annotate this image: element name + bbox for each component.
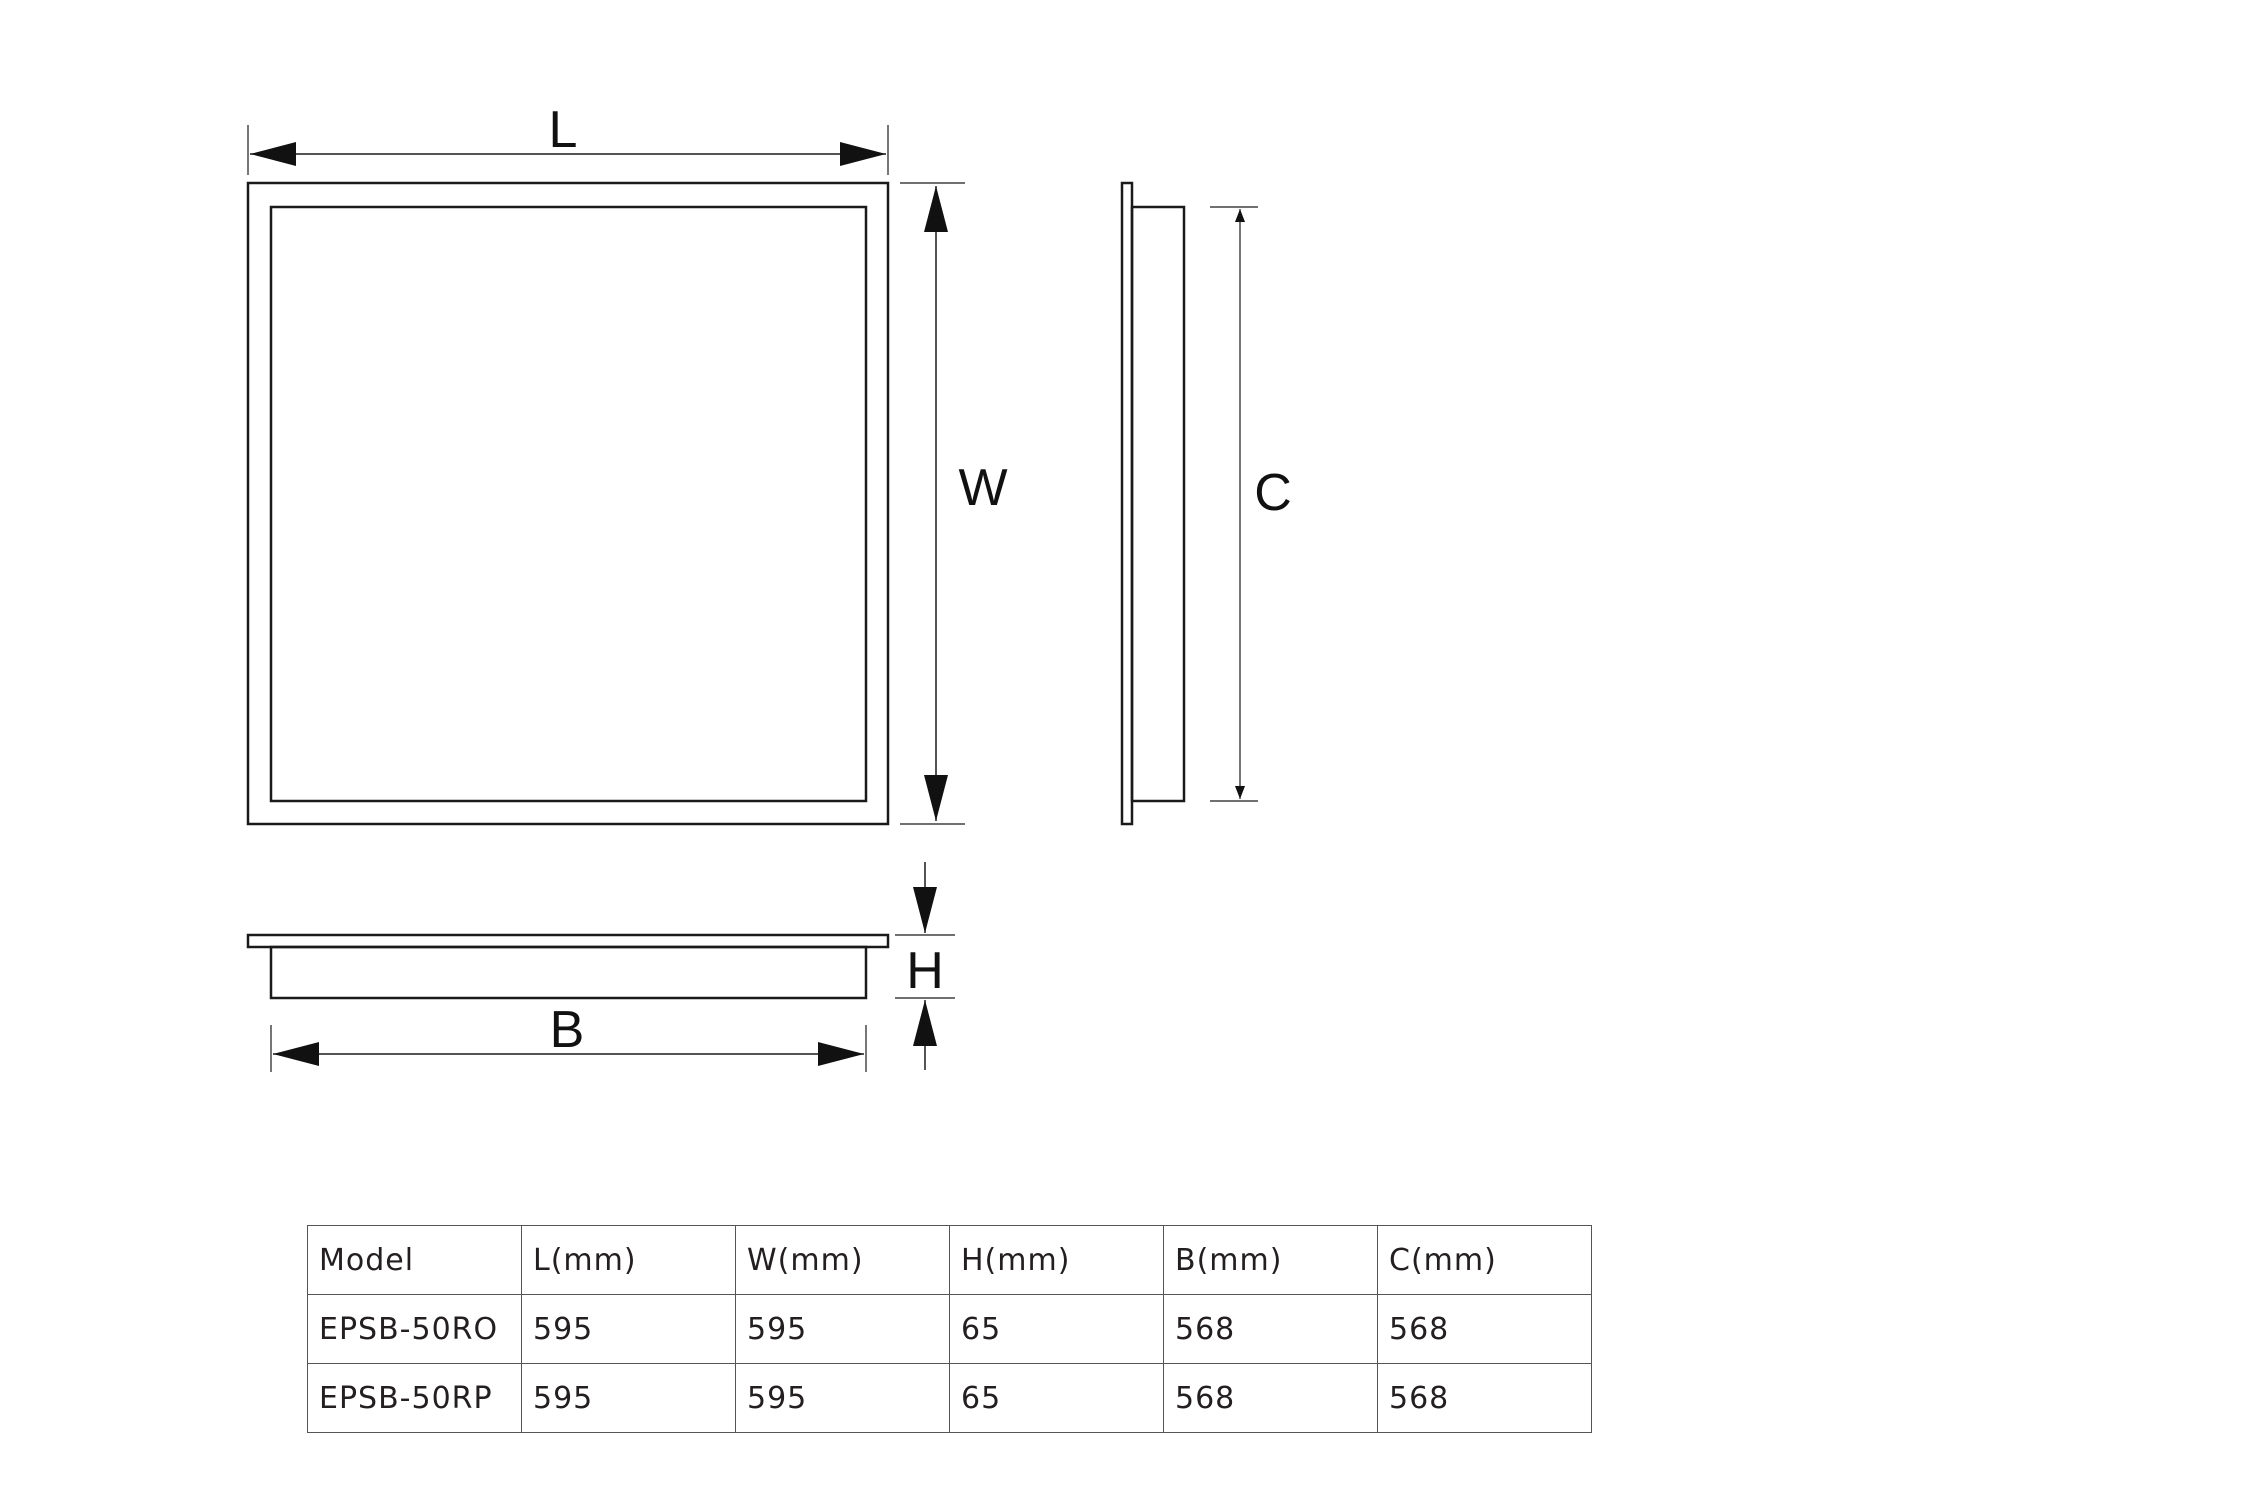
dimension-w-label: W [958,459,1007,517]
bottom-view-flange [246,933,890,949]
front-view-inner-panel [269,205,868,803]
table-cell-model: EPSB-50RO [307,1294,522,1364]
dimension-l [247,125,889,175]
table-cell-b: 568 [1163,1294,1378,1364]
table-cell-c: 568 [1377,1363,1592,1433]
bottom-view [246,933,890,1000]
dimension-c [1210,206,1258,802]
header-cell-h: H(mm) [949,1225,1164,1295]
table-cell-c: 568 [1377,1294,1592,1364]
dimension-b-label: B [550,1001,585,1059]
table-cell-l: 595 [521,1294,736,1364]
table-row: EPSB-50RO 595 595 65 568 568 [307,1294,1592,1364]
front-view-outer-frame [246,181,890,826]
dimension-h-label: H [906,942,944,1000]
side-view [1120,181,1186,826]
table-cell-h: 65 [949,1363,1164,1433]
dimension-b [270,1025,867,1072]
table-cell-w: 595 [735,1294,950,1364]
header-cell-c: C(mm) [1377,1225,1592,1295]
bottom-view-body [269,945,868,1000]
dimension-l-label: L [549,101,578,159]
header-cell-b: B(mm) [1163,1225,1378,1295]
table-cell-w: 595 [735,1363,950,1433]
table-cell-h: 65 [949,1294,1164,1364]
table-row: EPSB-50RP 595 595 65 568 568 [307,1363,1592,1433]
header-cell-model: Model [307,1225,522,1295]
side-view-body [1130,205,1186,803]
dimension-h [895,862,955,1070]
table-header-row: Model L(mm) W(mm) H(mm) B(mm) C(mm) [307,1225,1592,1295]
dimension-w [900,182,965,825]
header-cell-w: W(mm) [735,1225,950,1295]
table-cell-b: 568 [1163,1363,1378,1433]
specification-table: Model L(mm) W(mm) H(mm) B(mm) C(mm) EPSB… [307,1225,1592,1433]
table-cell-model: EPSB-50RP [307,1363,522,1433]
dimension-c-label: C [1254,464,1292,522]
side-view-flange [1120,181,1134,826]
header-cell-l: L(mm) [521,1225,736,1295]
front-view [246,181,890,826]
table-cell-l: 595 [521,1363,736,1433]
